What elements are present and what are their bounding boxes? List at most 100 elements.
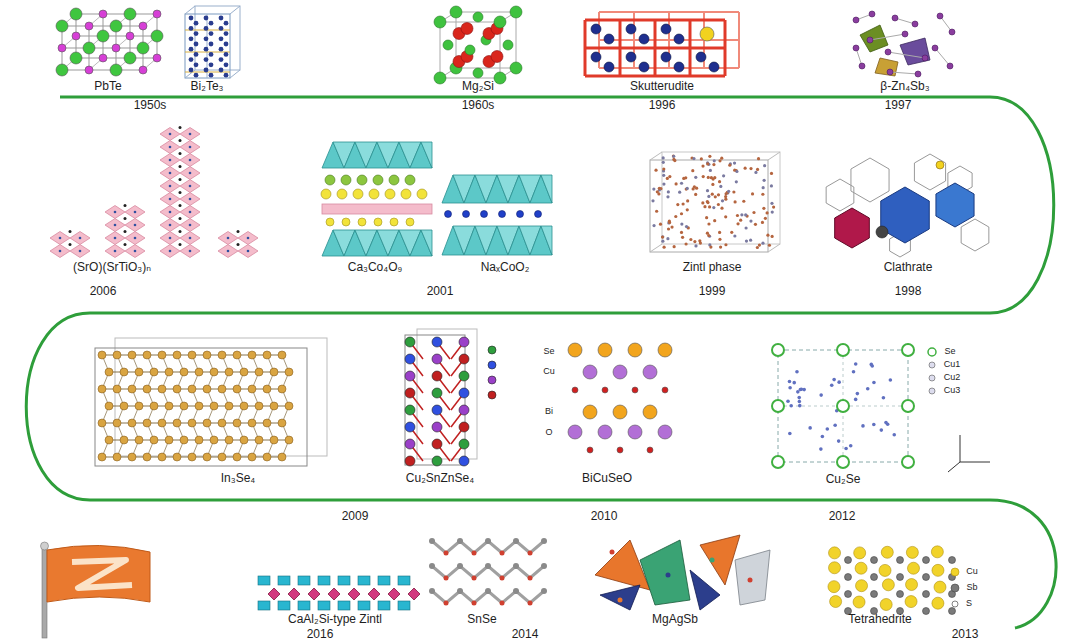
zn4sb3-structure	[860, 25, 888, 52]
tetrahedrite-structure	[897, 574, 904, 581]
in3se4-structure	[135, 436, 143, 444]
in3se4-structure	[240, 402, 248, 410]
srtio3-structure	[227, 237, 230, 240]
snse-structure	[528, 551, 533, 556]
in3se4-structure	[195, 436, 203, 444]
srtio3-structure	[124, 217, 127, 220]
material-label: Cu₂SnZnSe₄	[406, 472, 474, 485]
mg2si-structure	[494, 72, 506, 84]
zn4sb3-structure	[937, 13, 943, 19]
clathrate-structure	[826, 179, 854, 211]
cu2snznse4-structure	[405, 405, 415, 415]
zintl-structure	[724, 243, 727, 246]
caal2si-structure	[408, 588, 420, 600]
pbte-structure	[139, 22, 147, 30]
zintl-structure	[694, 244, 697, 247]
mg2si-structure	[503, 40, 513, 50]
cu2snznse4-structure	[405, 388, 415, 398]
zintl-structure	[694, 193, 697, 196]
snse-structure	[444, 551, 449, 556]
srtio3-structure	[160, 193, 180, 206]
pbte-structure	[110, 64, 122, 76]
srtio3-structure	[124, 243, 127, 246]
in3se4-structure	[150, 436, 158, 444]
material-label: Tetrahedrite	[848, 613, 911, 626]
year-label: 2001	[427, 285, 454, 298]
legend-text: Sb	[966, 583, 977, 593]
zintl-structure	[693, 240, 696, 243]
year-label: 2016	[307, 628, 334, 641]
srtio3-structure	[247, 237, 250, 240]
bicuseo-structure	[583, 365, 597, 379]
cu2snznse4-structure	[432, 337, 442, 347]
in3se4-structure	[210, 368, 218, 376]
zintl-structure	[711, 183, 714, 186]
zintl-structure	[707, 176, 710, 179]
snse-structure	[500, 576, 505, 581]
cu2se-structure	[837, 439, 841, 443]
in3se4-structure	[240, 368, 248, 376]
in3se4-structure	[210, 402, 218, 410]
in3se4-structure	[158, 385, 166, 393]
in3se4-structure	[120, 436, 128, 444]
mg2si-structure	[516, 12, 517, 68]
ca3co4o9-structure	[341, 175, 351, 185]
pbte-structure	[83, 42, 95, 54]
bi2te3-structure	[194, 31, 199, 36]
ca3co4o9-structure	[374, 218, 382, 226]
clathrate-structure	[936, 161, 944, 169]
zintl-structure	[706, 162, 709, 165]
srtio3-structure	[70, 245, 90, 258]
zintl-structure	[740, 213, 743, 216]
srtio3-structure	[169, 133, 172, 136]
cu2se-structure	[948, 462, 960, 472]
zintl-structure	[700, 157, 703, 160]
in3se4-structure	[218, 351, 226, 359]
srtio3-structure	[238, 232, 258, 245]
tetrahedrite-structure	[906, 579, 918, 591]
tetrahedrite-structure	[934, 581, 946, 593]
srtio3-structure	[160, 141, 180, 154]
naxcoo2-structure	[463, 211, 470, 218]
zintl-structure	[692, 157, 695, 160]
bi2te3-structure	[209, 42, 214, 47]
material-label: SnSe	[467, 613, 496, 626]
tetrahedrite-structure	[923, 574, 930, 581]
in3se4-structure	[233, 351, 241, 359]
pbte-structure	[72, 32, 80, 40]
srtio3-structure	[169, 237, 172, 240]
srtio3-structure	[218, 232, 238, 245]
zintl-structure	[672, 158, 675, 161]
mg2si-structure	[434, 72, 446, 84]
zintl-structure	[770, 184, 773, 187]
cu2se-structure	[788, 432, 792, 436]
pbte-structure	[58, 44, 66, 52]
srtio3-structure	[50, 245, 70, 258]
in3se4-structure	[120, 402, 128, 410]
in3se4-structure	[143, 351, 151, 359]
cu2se-structure	[886, 423, 890, 427]
cu2se-structure	[802, 388, 806, 392]
zintl-structure	[707, 234, 710, 237]
ca3co4o9-structure	[406, 218, 414, 226]
zintl-structure	[661, 235, 664, 238]
mg2si-structure	[440, 78, 500, 79]
caal2si-structure	[388, 588, 400, 600]
snse-structure	[485, 538, 491, 544]
ca3co4o9-structure	[405, 175, 415, 185]
in3se4-structure	[255, 436, 263, 444]
cu2se-structure	[788, 386, 792, 390]
in3se4-structure	[135, 402, 143, 410]
cu2snznse4-structure	[405, 354, 415, 364]
zintl-structure	[762, 186, 765, 189]
flag-icon	[47, 545, 150, 602]
zintl-structure	[662, 156, 665, 159]
zintl-structure	[770, 202, 773, 205]
zintl-structure	[661, 240, 664, 243]
bi2te3-structure	[189, 26, 194, 31]
in3se4-structure	[270, 436, 278, 444]
zintl-structure	[685, 225, 688, 228]
mg2si-structure	[443, 40, 453, 50]
material-label: β-Zn₄Sb₃	[880, 80, 929, 93]
